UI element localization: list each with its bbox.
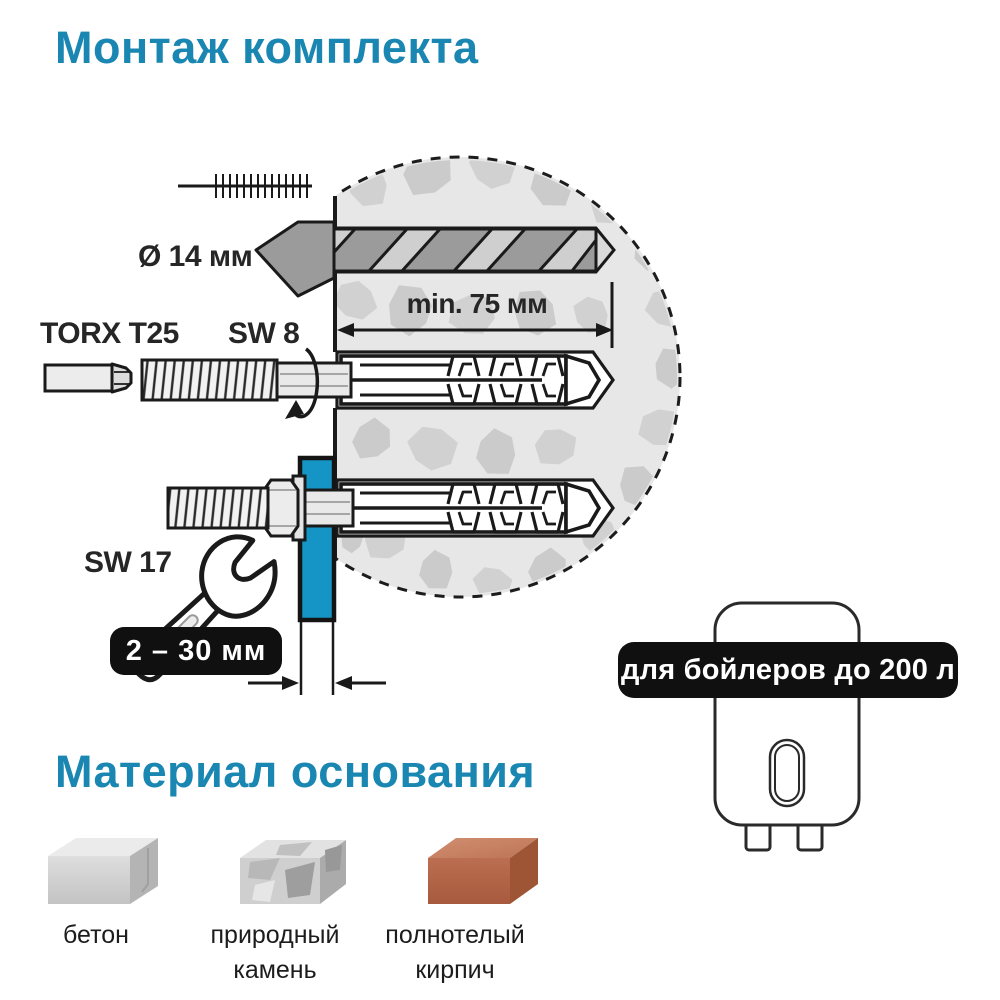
drill-diameter-label: Ø 14 мм xyxy=(138,240,253,273)
wall-anchor-lower xyxy=(335,478,615,538)
min-depth-label: min. 75 мм xyxy=(406,288,548,319)
boiler-capacity-badge: для бойлеров до 200 л xyxy=(618,642,958,698)
materials-heading: Материал основания xyxy=(55,746,536,797)
rotation-arrow-icon xyxy=(285,347,320,419)
solid-brick-icon xyxy=(428,838,538,904)
plate-thickness-badge: 2 – 30 мм xyxy=(110,627,282,675)
material-caption-brick: полнотелый кирпич xyxy=(385,921,525,984)
natural-stone-icon xyxy=(240,840,346,904)
depth-marks-icon xyxy=(178,174,312,198)
page-title: Монтаж комплекта xyxy=(55,22,479,73)
dimension-plate-thickness xyxy=(248,622,386,695)
sw17-label: SW 17 xyxy=(84,546,172,579)
concrete-block-icon xyxy=(48,838,158,904)
wall-anchor-upper xyxy=(335,350,615,410)
torx-label: TORX T25 xyxy=(40,317,179,350)
cutaway-dashed-border xyxy=(336,155,682,599)
threaded-stud-upper xyxy=(140,347,353,419)
torx-bit-icon xyxy=(43,362,133,394)
dimension-min-depth xyxy=(337,282,614,348)
threaded-stud-lower xyxy=(166,474,355,542)
boiler-icon xyxy=(713,601,861,852)
material-caption-concrete: бетон xyxy=(63,921,129,949)
sw8-label: SW 8 xyxy=(228,317,300,350)
material-caption-stone: природный камень xyxy=(210,921,340,984)
drill-bit-icon xyxy=(254,220,598,298)
